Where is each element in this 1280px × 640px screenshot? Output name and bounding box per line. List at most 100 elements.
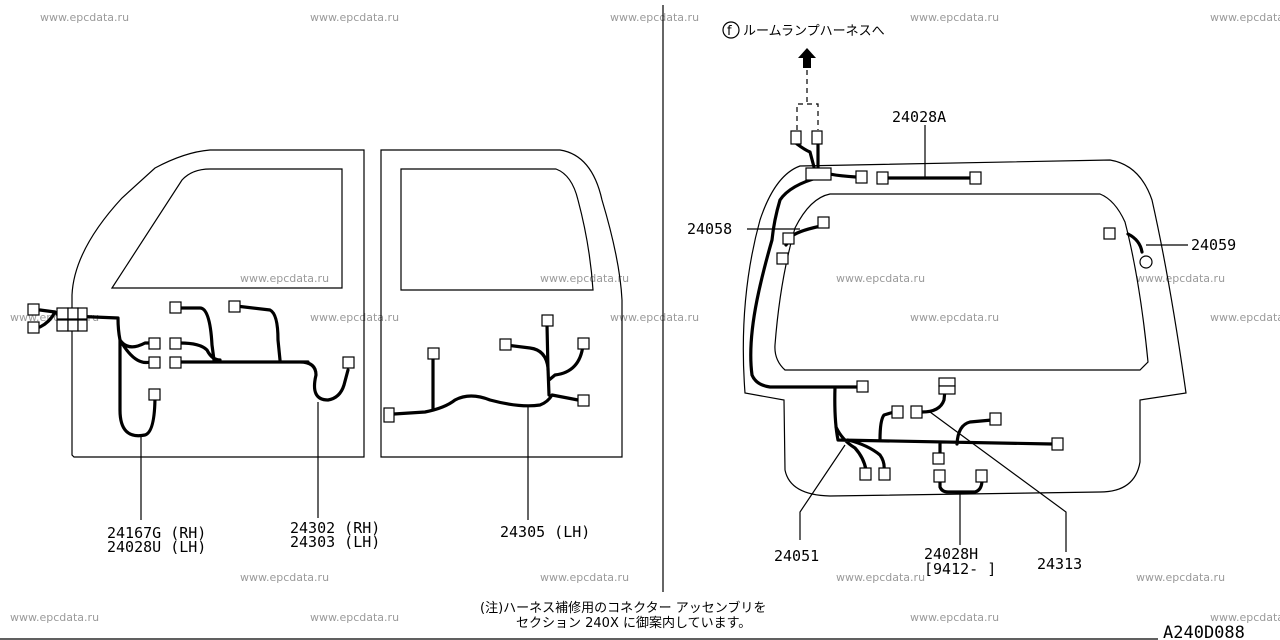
watermark: www.epcdata.ru xyxy=(240,272,329,285)
up-arrow-icon xyxy=(798,48,816,68)
part-label-24028a: 24028A xyxy=(892,108,946,126)
watermark: www.epcdata.ru xyxy=(836,571,925,584)
connector xyxy=(577,394,590,407)
connector xyxy=(77,319,88,332)
part-label-24028h: 24028H xyxy=(924,545,978,563)
connector xyxy=(805,167,832,181)
connector xyxy=(541,314,554,327)
part-label-24313: 24313 xyxy=(1037,555,1082,573)
watermark: www.epcdata.ru xyxy=(836,272,925,285)
connector xyxy=(1103,227,1116,240)
watermark: www.epcdata.ru xyxy=(1136,571,1225,584)
watermark: www.epcdata.ru xyxy=(10,611,99,624)
back-door: f ルームランプハーネスへ xyxy=(687,21,1236,578)
watermark: www.epcdata.ru xyxy=(910,11,999,24)
watermark: www.epcdata.ru xyxy=(540,571,629,584)
part-label-24059: 24059 xyxy=(1191,236,1236,254)
connector xyxy=(383,407,395,423)
connector xyxy=(776,252,789,265)
connector xyxy=(169,356,182,369)
connector xyxy=(969,171,982,185)
connector xyxy=(169,337,182,350)
watermark: www.epcdata.ru xyxy=(1210,11,1280,24)
connector xyxy=(933,469,946,483)
connector xyxy=(975,469,988,483)
connector xyxy=(876,171,889,185)
watermark: www.epcdata.ru xyxy=(40,11,129,24)
connector xyxy=(148,337,161,350)
watermark: www.epcdata.ru xyxy=(1136,272,1225,285)
connector xyxy=(27,321,40,334)
watermark: www.epcdata.ru xyxy=(1210,311,1280,324)
connector xyxy=(27,303,40,316)
connector xyxy=(148,356,161,369)
connector xyxy=(499,338,512,351)
connector xyxy=(811,130,823,145)
front-door-harness xyxy=(38,304,350,438)
watermark: www.epcdata.ru xyxy=(910,311,999,324)
connector xyxy=(228,300,241,313)
connector xyxy=(989,412,1002,426)
watermark: www.epcdata.ru xyxy=(610,311,699,324)
watermark: www.epcdata.ru xyxy=(310,611,399,624)
part-label-24058: 24058 xyxy=(687,220,732,238)
rear-door: 24305 (LH) xyxy=(380,149,623,541)
leader-line xyxy=(799,444,846,540)
connector xyxy=(859,467,872,481)
connector xyxy=(67,319,79,332)
room-lamp-harness-label: ルームランプハーネスへ xyxy=(743,24,885,39)
note-line-1: (注)ハーネス補修用のコネクター アッセンブリを xyxy=(480,600,766,616)
connector xyxy=(938,385,956,395)
connector xyxy=(56,319,69,332)
connector xyxy=(1139,255,1153,269)
part-label-24051: 24051 xyxy=(774,547,819,565)
watermark: www.epcdata.ru xyxy=(1210,611,1280,624)
connector xyxy=(577,337,590,350)
rear-door-window xyxy=(400,168,594,291)
dashed-bracket xyxy=(796,103,819,130)
connector xyxy=(855,170,868,184)
watermark: www.epcdata.ru xyxy=(310,11,399,24)
watermark-layer: www.epcdata.ru www.epcdata.ru www.epcdat… xyxy=(10,11,1280,624)
part-label-24028u: 24028U (LH) xyxy=(107,538,206,556)
rear-door-outline xyxy=(380,149,623,458)
note-line-2: セクション 240X に御案内しています。 xyxy=(516,615,751,631)
part-label-24303: 24303 (LH) xyxy=(290,533,380,551)
back-door-window xyxy=(774,193,1149,371)
watermark: www.epcdata.ru xyxy=(540,272,629,285)
diagram-code: A240D088 xyxy=(1163,623,1245,640)
connector xyxy=(817,216,830,229)
connector xyxy=(878,467,891,481)
connector xyxy=(910,405,923,419)
connector xyxy=(169,301,182,314)
front-door-outline xyxy=(71,149,365,458)
connector xyxy=(938,377,956,387)
connector xyxy=(1051,437,1064,451)
connector xyxy=(148,388,161,401)
connector xyxy=(856,380,869,393)
connector xyxy=(782,232,795,245)
connector xyxy=(427,347,440,360)
connector xyxy=(932,452,945,465)
part-label-24302: 24302 (RH) xyxy=(290,519,380,537)
marker-circle xyxy=(722,21,740,39)
connector xyxy=(77,307,88,320)
watermark: www.epcdata.ru xyxy=(910,611,999,624)
part-label-24028h-range: [9412- ] xyxy=(924,560,996,578)
marker-letter: f xyxy=(727,24,732,39)
front-door: 24167G (RH) 24028U (LH) 24302 (RH) 24303… xyxy=(27,149,380,556)
connector xyxy=(790,130,802,145)
watermark: www.epcdata.ru xyxy=(240,571,329,584)
watermark: www.epcdata.ru xyxy=(610,11,699,24)
back-door-outline xyxy=(742,159,1187,497)
connector xyxy=(342,356,355,369)
front-door-window xyxy=(110,168,343,289)
connector xyxy=(67,307,79,320)
connector xyxy=(891,405,904,419)
leader-line xyxy=(929,411,1067,552)
part-label-24167g: 24167G (RH) xyxy=(107,524,206,542)
watermark: www.epcdata.ru xyxy=(310,311,399,324)
part-label-24305: 24305 (LH) xyxy=(500,523,590,541)
connector xyxy=(56,307,69,320)
